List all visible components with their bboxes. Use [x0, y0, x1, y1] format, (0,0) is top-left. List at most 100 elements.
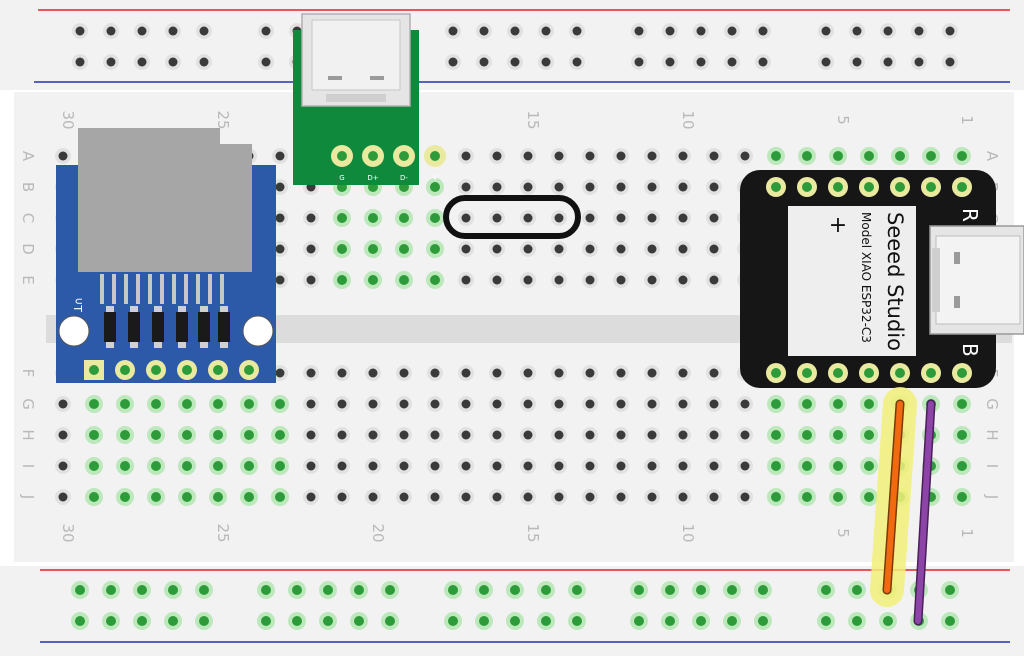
terminal-hole[interactable] — [582, 241, 598, 257]
terminal-hole[interactable] — [737, 489, 753, 505]
rail-hole[interactable] — [72, 54, 88, 70]
terminal-hole[interactable] — [737, 148, 753, 164]
terminal-hole[interactable] — [860, 457, 878, 475]
terminal-hole[interactable] — [364, 271, 382, 289]
terminal-hole[interactable] — [582, 179, 598, 195]
xiao-pin[interactable] — [797, 177, 817, 197]
terminal-hole[interactable] — [85, 426, 103, 444]
terminal-hole[interactable] — [116, 426, 134, 444]
rail-hole[interactable] — [258, 23, 274, 39]
terminal-hole[interactable] — [644, 489, 660, 505]
terminal-hole[interactable] — [551, 489, 567, 505]
terminal-hole[interactable] — [520, 148, 536, 164]
terminal-hole[interactable] — [303, 365, 319, 381]
terminal-hole[interactable] — [458, 210, 474, 226]
terminal-hole[interactable] — [706, 272, 722, 288]
terminal-hole[interactable] — [706, 179, 722, 195]
terminal-hole[interactable] — [644, 458, 660, 474]
terminal-hole[interactable] — [272, 148, 288, 164]
rail-hole[interactable] — [941, 581, 959, 599]
terminal-hole[interactable] — [953, 488, 971, 506]
terminal-hole[interactable] — [644, 365, 660, 381]
rail-hole[interactable] — [692, 612, 710, 630]
rail-hole[interactable] — [818, 54, 834, 70]
terminal-hole[interactable] — [922, 147, 940, 165]
terminal-hole[interactable] — [829, 488, 847, 506]
rail-hole[interactable] — [880, 23, 896, 39]
terminal-hole[interactable] — [240, 426, 258, 444]
rail-hole[interactable] — [476, 23, 492, 39]
rail-hole[interactable] — [941, 612, 959, 630]
rail-hole[interactable] — [723, 581, 741, 599]
rail-hole[interactable] — [754, 581, 772, 599]
rail-hole[interactable] — [165, 23, 181, 39]
rail-hole[interactable] — [257, 612, 275, 630]
terminal-hole[interactable] — [365, 458, 381, 474]
terminal-hole[interactable] — [271, 488, 289, 506]
terminal-hole[interactable] — [396, 365, 412, 381]
terminal-hole[interactable] — [613, 179, 629, 195]
rail-hole[interactable] — [134, 54, 150, 70]
rail-hole[interactable] — [475, 581, 493, 599]
terminal-hole[interactable] — [427, 427, 443, 443]
rail-hole[interactable] — [630, 581, 648, 599]
xiao-pin[interactable] — [766, 177, 786, 197]
terminal-hole[interactable] — [209, 395, 227, 413]
rail-hole[interactable] — [506, 612, 524, 630]
rail-hole[interactable] — [71, 581, 89, 599]
terminal-hole[interactable] — [644, 272, 660, 288]
terminal-hole[interactable] — [798, 395, 816, 413]
terminal-hole[interactable] — [426, 209, 444, 227]
rail-hole[interactable] — [849, 54, 865, 70]
terminal-hole[interactable] — [489, 458, 505, 474]
rail-hole[interactable] — [288, 581, 306, 599]
terminal-hole[interactable] — [520, 241, 536, 257]
terminal-hole[interactable] — [706, 396, 722, 412]
terminal-hole[interactable] — [147, 488, 165, 506]
wire-purple[interactable] — [913, 399, 936, 626]
terminal-hole[interactable] — [334, 458, 350, 474]
terminal-hole[interactable] — [489, 489, 505, 505]
terminal-hole[interactable] — [303, 210, 319, 226]
rail-hole[interactable] — [445, 54, 461, 70]
terminal-hole[interactable] — [178, 488, 196, 506]
terminal-hole[interactable] — [675, 272, 691, 288]
rail-hole[interactable] — [381, 581, 399, 599]
terminal-hole[interactable] — [520, 272, 536, 288]
rail-hole[interactable] — [568, 612, 586, 630]
terminal-hole[interactable] — [458, 396, 474, 412]
terminal-hole[interactable] — [520, 179, 536, 195]
terminal-hole[interactable] — [860, 488, 878, 506]
xiao-pin[interactable] — [952, 177, 972, 197]
terminal-hole[interactable] — [737, 458, 753, 474]
terminal-hole[interactable] — [582, 272, 598, 288]
rail-hole[interactable] — [102, 612, 120, 630]
terminal-hole[interactable] — [675, 489, 691, 505]
terminal-hole[interactable] — [644, 396, 660, 412]
terminal-hole[interactable] — [613, 365, 629, 381]
rail-hole[interactable] — [319, 612, 337, 630]
rail-hole[interactable] — [196, 23, 212, 39]
rail-hole[interactable] — [661, 581, 679, 599]
rail-hole[interactable] — [195, 612, 213, 630]
terminal-hole[interactable] — [767, 457, 785, 475]
xiao-pin[interactable] — [890, 363, 910, 383]
terminal-hole[interactable] — [767, 426, 785, 444]
terminal-hole[interactable] — [458, 365, 474, 381]
terminal-hole[interactable] — [613, 272, 629, 288]
rail-hole[interactable] — [755, 54, 771, 70]
terminal-hole[interactable] — [829, 147, 847, 165]
rail-hole[interactable] — [537, 581, 555, 599]
rail-hole[interactable] — [319, 581, 337, 599]
terminal-hole[interactable] — [85, 488, 103, 506]
terminal-hole[interactable] — [489, 396, 505, 412]
rail-hole[interactable] — [196, 54, 212, 70]
rail-hole[interactable] — [724, 54, 740, 70]
terminal-hole[interactable] — [334, 427, 350, 443]
terminal-hole[interactable] — [551, 148, 567, 164]
terminal-hole[interactable] — [116, 395, 134, 413]
usb-breakout-pin[interactable] — [362, 145, 384, 167]
usb-breakout-pin[interactable] — [393, 145, 415, 167]
rail-hole[interactable] — [817, 612, 835, 630]
terminal-hole[interactable] — [582, 365, 598, 381]
